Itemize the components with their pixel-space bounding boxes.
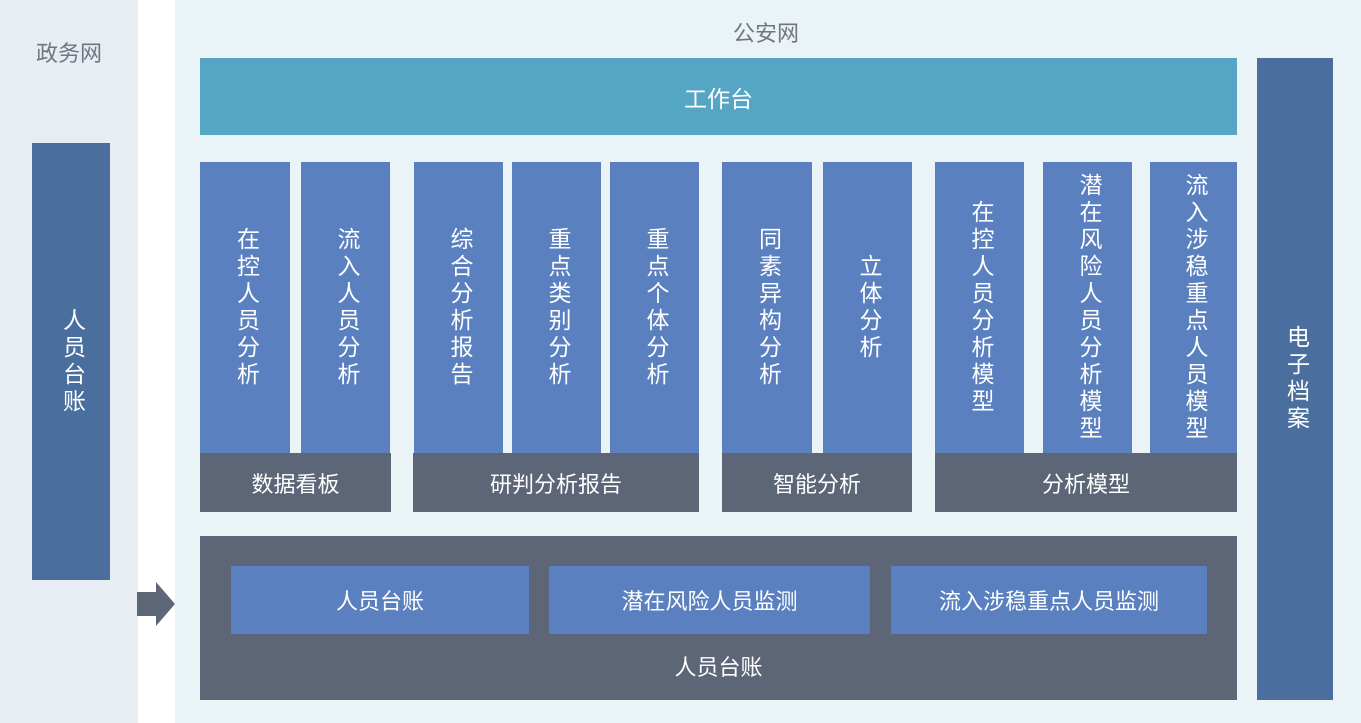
- ledger-label: 人员台账: [674, 656, 763, 681]
- left-ledger-bar[interactable]: 人员台账: [32, 143, 110, 580]
- arrow-right-icon: [137, 582, 175, 626]
- module-1-1[interactable]: 重点类别分析: [512, 162, 601, 453]
- module-label: 综合分析报告: [446, 226, 472, 389]
- left-ledger-label: 人员台账: [58, 307, 85, 416]
- module-label: 在控人员分析模型: [967, 199, 993, 416]
- police-network-title: 公安网: [732, 22, 799, 47]
- ledger-item-person-ledger[interactable]: 人员台账: [231, 566, 529, 634]
- module-label: 流入人员分析: [333, 226, 359, 389]
- workbench[interactable]: 工作台: [200, 58, 1237, 135]
- module-1-0[interactable]: 综合分析报告: [414, 162, 503, 453]
- module-label: 流入涉稳重点人员模型: [1181, 172, 1207, 443]
- module-label: 潜在风险人员分析模型: [1075, 172, 1101, 443]
- group-label-smart-analysis: 智能分析: [722, 453, 912, 512]
- module-label: 立体分析: [855, 253, 881, 362]
- module-3-2[interactable]: 流入涉稳重点人员模型: [1150, 162, 1237, 453]
- module-1-2[interactable]: 重点个体分析: [610, 162, 699, 453]
- ledger-item-risk-monitoring[interactable]: 潜在风险人员监测: [549, 566, 870, 634]
- module-label: 重点个体分析: [642, 226, 668, 389]
- module-label: 重点类别分析: [544, 226, 570, 389]
- module-3-1[interactable]: 潜在风险人员分析模型: [1043, 162, 1132, 453]
- electronic-archive[interactable]: 电子档案: [1257, 58, 1333, 700]
- module-2-0[interactable]: 同素异构分析: [722, 162, 812, 453]
- module-3-0[interactable]: 在控人员分析模型: [935, 162, 1024, 453]
- group-label-dashboard: 数据看板: [200, 453, 391, 512]
- group-label-models: 分析模型: [935, 453, 1237, 512]
- archive-label: 电子档案: [1282, 325, 1309, 433]
- module-label: 在控人员分析: [232, 226, 259, 389]
- gov-network-title: 政务网: [35, 42, 102, 67]
- module-0-1[interactable]: 流入人员分析: [301, 162, 390, 453]
- ledger-item-inflow-monitoring[interactable]: 流入涉稳重点人员监测: [891, 566, 1207, 634]
- group-label-reports: 研判分析报告: [413, 453, 699, 512]
- module-2-1[interactable]: 立体分析: [823, 162, 912, 453]
- module-0-0[interactable]: 在控人员分析: [200, 162, 290, 453]
- module-label: 同素异构分析: [754, 226, 781, 389]
